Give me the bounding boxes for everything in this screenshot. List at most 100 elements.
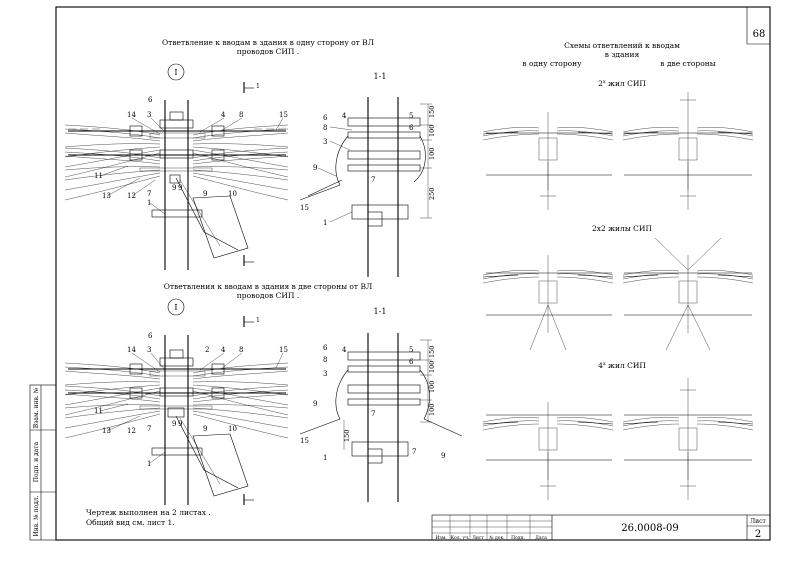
scheme-row-3-label: 4x жил СИП xyxy=(598,361,646,370)
callout-b-14: 14 xyxy=(127,346,136,354)
callout-b-12: 12 xyxy=(127,427,136,435)
detail-circle-bottom xyxy=(167,298,185,316)
callout-b-10: 10 xyxy=(228,425,237,433)
callout-4: 4 xyxy=(221,111,226,119)
scheme-row-2-label: 2x2 жилы СИП xyxy=(592,224,652,233)
callout-b-6: 6 xyxy=(148,332,153,340)
sec-callout-5: 5 xyxy=(409,112,413,120)
view-two-sides-title-1: Ответвления к вводам в здания в две стор… xyxy=(164,282,373,291)
dim-b-100b: 100 xyxy=(428,381,436,393)
view-one-side-title-2: проводов СИП . xyxy=(237,47,299,56)
view-two-sides-title-2: проводов СИП . xyxy=(237,291,299,300)
callout-8: 8 xyxy=(239,111,243,119)
scheme-1-one-side xyxy=(482,111,614,210)
sec-callout-4: 4 xyxy=(342,112,347,120)
detail-circle xyxy=(167,63,185,81)
scheme-2-two-sides xyxy=(622,237,754,351)
callout-15: 15 xyxy=(279,111,288,119)
stamp-col-sheet: Лист xyxy=(472,535,484,541)
sec-callout-6b: 6 xyxy=(409,124,414,132)
sec-callout-1: 1 xyxy=(323,219,327,227)
view-one-side: Ответвление к вводам в здания в одну сто… xyxy=(64,38,374,270)
sec-callout-9: 9 xyxy=(313,164,317,172)
stamp-col-date: Дата xyxy=(535,535,547,541)
document-code: 26.0008-09 xyxy=(621,523,678,534)
callout-b-13: 13 xyxy=(102,427,111,435)
dim-250: 250 xyxy=(428,188,436,200)
side-stamp-replace: Взам. инв. № xyxy=(33,387,40,428)
callout-13: 13 xyxy=(102,192,111,200)
schemes-title-2: в здания xyxy=(605,50,640,59)
sec-callout-3: 3 xyxy=(323,138,327,146)
secb-callout-7: 7 xyxy=(371,410,375,418)
secb-callout-5: 5 xyxy=(409,346,413,354)
stamp-sheet-value: 2 xyxy=(755,529,761,540)
dim-b-100c: 100 xyxy=(428,404,436,416)
section-bottom: 1-1 150 100 100 100 150 6 4 8 5 xyxy=(299,307,463,502)
callout-b-8: 8 xyxy=(239,346,243,354)
stamp-col-rev: Изм. xyxy=(435,535,447,541)
stamp-col-doc: № док. xyxy=(489,535,505,541)
note-line-2: Общий вид см. лист 1. xyxy=(86,518,175,527)
schemes-panel: Схемы ответвлений к вводам в здания в од… xyxy=(482,41,754,500)
dim-b-100a: 100 xyxy=(428,361,436,373)
dim-b-150b: 150 xyxy=(343,430,351,442)
scheme-3-two-sides xyxy=(622,378,754,500)
side-stamp: Взам. инв. № Подп. и дата Инв. № подл. xyxy=(29,384,57,541)
dim-100a: 100 xyxy=(428,125,436,137)
view-two-sides: Ответвления к вводам в здания в две стор… xyxy=(64,282,373,505)
section-top: 1-1 150 100 100 250 4 6 8 5 3 6 xyxy=(299,72,436,277)
scheme-1-two-sides xyxy=(622,92,754,210)
callout-b-3: 3 xyxy=(147,346,151,354)
callout-6: 6 xyxy=(148,96,153,104)
stamp-col-count: Кол. уч. xyxy=(451,535,471,541)
scheme-3-one-side xyxy=(482,401,614,500)
sec-callout-7: 7 xyxy=(371,176,375,184)
callout-9c: 9 xyxy=(203,190,207,198)
callout-b-1: 1 xyxy=(147,460,151,468)
callout-9a: 9 xyxy=(172,184,176,192)
secb-callout-6: 6 xyxy=(323,344,328,352)
dim-150: 150 xyxy=(428,106,436,118)
view-one-side-title-1: Ответвление к вводам в здания в одну сто… xyxy=(162,38,374,47)
schemes-col-two: в две стороны xyxy=(660,59,715,68)
stamp-sheet-label: Лист xyxy=(750,518,766,525)
callout-b-11: 11 xyxy=(94,407,103,415)
callout-b-15: 15 xyxy=(279,346,288,354)
callout-b-9c: 9 xyxy=(203,425,207,433)
secb-callout-8: 8 xyxy=(323,356,327,364)
callout-14: 14 xyxy=(127,111,136,119)
callout-12: 12 xyxy=(127,192,136,200)
secb-callout-7b: 7 xyxy=(412,448,416,456)
section-mark-top: 1 xyxy=(256,83,260,90)
callout-b-9a: 9 xyxy=(172,420,176,428)
drawing-frame xyxy=(55,6,771,541)
secb-callout-6b: 6 xyxy=(409,358,414,366)
callout-3: 3 xyxy=(147,111,151,119)
stamp-col-sign: Подп. xyxy=(511,535,525,541)
scheme-2-one-side xyxy=(482,254,614,351)
sec-callout-8: 8 xyxy=(323,124,327,132)
secb-callout-1: 1 xyxy=(323,454,327,462)
secb-callout-9b: 9 xyxy=(441,452,445,460)
dim-b-150: 150 xyxy=(428,346,436,358)
section-bottom-title: 1-1 xyxy=(374,307,387,316)
scheme-row-1-label: 2x жил СИП xyxy=(598,79,646,88)
callout-b-9b: 9 xyxy=(178,420,182,428)
secb-callout-3: 3 xyxy=(323,370,327,378)
callout-11: 11 xyxy=(94,172,103,180)
callout-1: 1 xyxy=(147,199,151,207)
side-stamp-inventory: Инв. № подл. xyxy=(33,495,40,536)
callout-b-2: 2 xyxy=(205,346,209,354)
section-top-title: 1-1 xyxy=(374,72,387,81)
schemes-col-one: в одну сторону xyxy=(522,59,582,68)
secb-callout-4: 4 xyxy=(342,346,347,354)
side-stamp-sign-date: Подп. и дата xyxy=(33,441,40,482)
detail-circle-bottom-label: I xyxy=(174,303,177,312)
section-mark-bottom: 1 xyxy=(256,317,260,324)
note-line-1: Чертеж выполнен на 2 листах . xyxy=(86,508,211,517)
schemes-title-1: Схемы ответвлений к вводам xyxy=(564,41,680,50)
callout-9b: 9 xyxy=(178,184,182,192)
